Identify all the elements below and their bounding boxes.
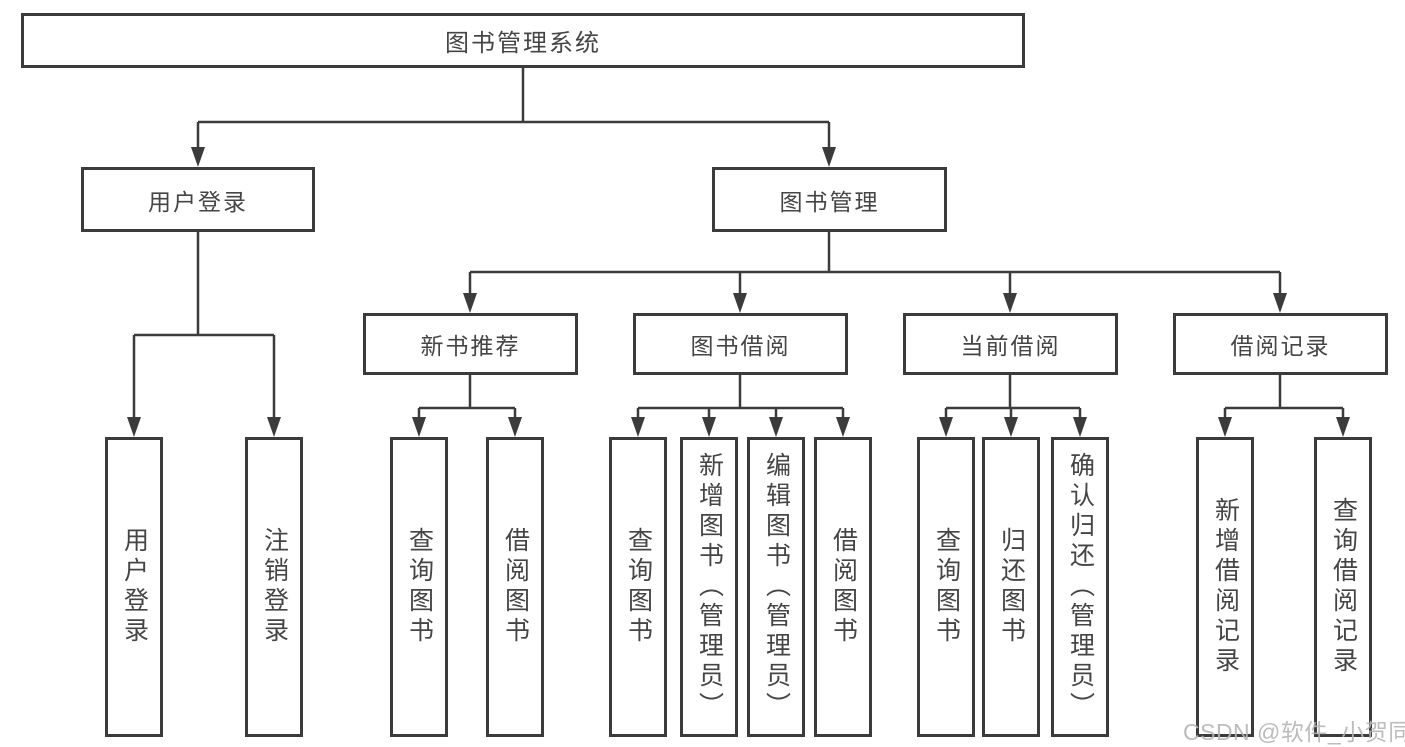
leaf-borrow-books-2: 借阅图书 bbox=[814, 437, 872, 737]
leaf-user-login: 用户登录 bbox=[105, 437, 163, 737]
arrow-head bbox=[1003, 293, 1017, 313]
connector-line bbox=[944, 375, 1082, 420]
arrow-head bbox=[191, 147, 205, 167]
leaf-confirm-return-admin: 确认归还（管理员） bbox=[1051, 437, 1109, 737]
connector-current-borrow-to-leaves bbox=[939, 375, 1087, 437]
connector-book-borrow-to-leaves bbox=[631, 375, 850, 437]
node-root-system: 图书管理系统 bbox=[21, 13, 1025, 68]
arrow-head bbox=[127, 417, 141, 437]
connector-line bbox=[1223, 375, 1345, 420]
node-current-borrow: 当前借阅 bbox=[903, 313, 1118, 375]
arrow-head bbox=[1004, 417, 1018, 437]
arrow-head bbox=[463, 293, 477, 313]
node-borrow-records: 借阅记录 bbox=[1173, 313, 1388, 375]
connector-line bbox=[468, 232, 1282, 296]
leaf-add-borrow-record: 新增借阅记录 bbox=[1196, 437, 1254, 737]
connector-book-management-to-level3 bbox=[463, 232, 1287, 313]
leaf-logout: 注销登录 bbox=[245, 437, 303, 737]
arrow-head bbox=[769, 417, 783, 437]
connector-new-books-to-leaves bbox=[412, 375, 522, 437]
arrow-head bbox=[836, 417, 850, 437]
arrow-head bbox=[939, 417, 953, 437]
arrow-head bbox=[631, 417, 645, 437]
leaf-query-books-2: 查询图书 bbox=[609, 437, 667, 737]
arrow-head bbox=[1336, 417, 1350, 437]
arrow-head bbox=[822, 147, 836, 167]
leaf-borrow-books-1: 借阅图书 bbox=[486, 437, 544, 737]
connector-line bbox=[636, 375, 845, 420]
arrow-head bbox=[1273, 293, 1287, 313]
connector-user-login-to-leaves bbox=[127, 232, 281, 437]
arrow-head bbox=[508, 417, 522, 437]
arrow-head bbox=[412, 417, 426, 437]
arrow-head bbox=[1218, 417, 1232, 437]
node-new-books: 新书推荐 bbox=[363, 313, 578, 375]
arrow-head bbox=[267, 417, 281, 437]
leaf-query-books-3: 查询图书 bbox=[917, 437, 975, 737]
arrow-head bbox=[1073, 417, 1087, 437]
arrow-head bbox=[702, 417, 716, 437]
node-book-management: 图书管理 bbox=[712, 167, 947, 232]
arrow-head bbox=[733, 293, 747, 313]
connector-line bbox=[132, 232, 276, 420]
leaf-return-books: 归还图书 bbox=[982, 437, 1040, 737]
leaf-query-books-1: 查询图书 bbox=[390, 437, 448, 737]
connector-borrow-records-to-leaves bbox=[1218, 375, 1350, 437]
node-book-borrow: 图书借阅 bbox=[633, 313, 848, 375]
connector-line bbox=[196, 68, 831, 150]
leaf-edit-books-admin: 编辑图书（管理员） bbox=[747, 437, 805, 737]
leaf-query-borrow-record: 查询借阅记录 bbox=[1314, 437, 1372, 737]
node-user-login: 用户登录 bbox=[81, 167, 315, 232]
csdn-watermark: CSDN @软件_小贺同学 bbox=[1183, 719, 1405, 745]
connector-line bbox=[417, 375, 517, 420]
connector-root-to-level2 bbox=[191, 68, 836, 167]
leaf-add-books-admin: 新增图书（管理员） bbox=[680, 437, 738, 737]
